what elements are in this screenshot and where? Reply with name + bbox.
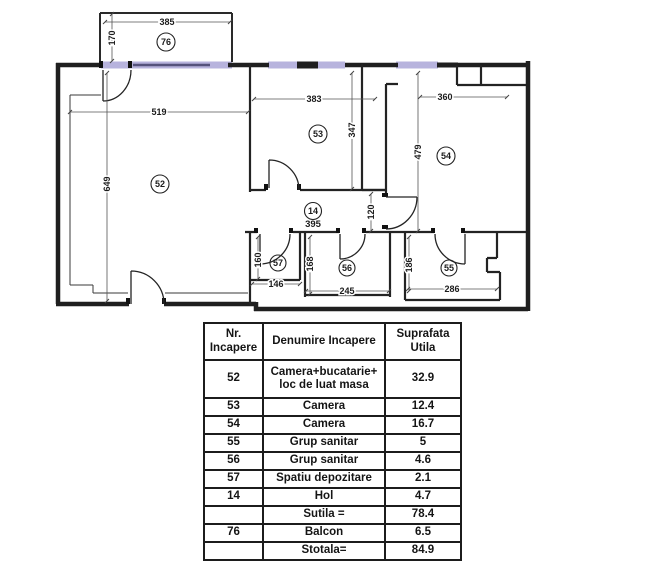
table-cell-nr: 14 (203, 487, 264, 507)
wall-sanitar1 (303, 232, 392, 297)
table-row-total: Stotala= 84.9 (203, 541, 462, 561)
wall-sanitar2 (403, 232, 502, 302)
table-cell-name: Spatiu depozitare (262, 469, 386, 489)
table-row: 53 Camera 12.4 (203, 397, 462, 417)
dim-san1-h: 168 (305, 256, 315, 271)
table-row: 57 Spatiu depozitare 2.1 (203, 469, 462, 489)
table-header-nr: Nr. Incapere (203, 322, 264, 361)
table-cell-area: 2.1 (384, 469, 462, 489)
dim-san2-w: 286 (444, 284, 459, 294)
table-header-name: Denumire Incapere (262, 322, 386, 361)
table-row: 14 Hol 4.7 (203, 487, 462, 507)
sanitar2-door (434, 233, 466, 265)
room-label-depozitare: 57 (273, 258, 283, 268)
dim-camera2-h: 479 (413, 144, 423, 159)
dim-san2-h: 186 (404, 257, 414, 272)
room-label-balcony: 76 (161, 37, 171, 47)
room-label-camera1: 53 (313, 129, 323, 139)
dim-camera2-w: 360 (437, 92, 452, 102)
outer-wall-right-bottom (253, 61, 531, 312)
camera2-window (396, 61, 438, 69)
table-cell-name: Grup sanitar (262, 451, 386, 471)
table-cell-name: Camera (262, 415, 386, 435)
table-row: 56 Grup sanitar 4.6 (203, 451, 462, 471)
table-cell-area: 4.7 (384, 487, 462, 507)
window-bar (437, 62, 458, 68)
table-cell-nr (203, 505, 264, 525)
table-cell-area: 32.9 (384, 359, 462, 399)
table-cell-nr: 57 (203, 469, 264, 489)
room-circles (150, 32, 458, 277)
sanitar1-door (339, 233, 366, 260)
dim-camera1-w: 383 (306, 94, 321, 104)
table-cell-name: Sutila = (262, 505, 386, 525)
wall-depozitare (248, 232, 302, 304)
dim-balcony-h: 170 (107, 30, 117, 45)
dimension-ticks (67, 11, 510, 304)
table-cell-name: Grup sanitar (262, 433, 386, 453)
room-label-camera2: 54 (441, 151, 451, 161)
area-table: Nr. Incapere Denumire Incapere Suprafata… (203, 322, 462, 561)
table-cell-area: 5 (384, 433, 462, 453)
table-cell-nr: 55 (203, 433, 264, 453)
room-label-sanitar2: 55 (444, 263, 454, 273)
dimension-labels: 385 170 519 649 383 347 360 479 120 395 … (101, 16, 462, 298)
table-cell-area: 4.6 (384, 451, 462, 471)
table-header-area: Suprafata Utila (384, 322, 462, 361)
room-label-sanitar1: 56 (342, 263, 352, 273)
table-cell-name: Stotala= (262, 541, 386, 561)
window-strips (101, 61, 458, 69)
table-cell-nr: 56 (203, 451, 264, 471)
balcony-outline (99, 12, 233, 62)
table-cell-name: Camera+bucatarie+ loc de luat masa (262, 359, 386, 399)
table-row-subtotal: Sutila = 78.4 (203, 505, 462, 525)
table-cell-nr: 52 (203, 359, 264, 399)
floor-plan-drawing: 385 170 519 649 383 347 360 479 120 395 … (55, 11, 531, 312)
wall-shaft (360, 64, 388, 193)
dim-dep-w: 146 (268, 279, 283, 289)
dim-camera1-h: 347 (347, 122, 357, 137)
table-cell-area: 16.7 (384, 415, 462, 435)
room-label-hol: 14 (308, 206, 318, 216)
wall-camera2-top (386, 65, 526, 87)
room-label-living: 52 (155, 179, 165, 189)
table-cell-name: Hol (262, 487, 386, 507)
table-cell-area: 78.4 (384, 505, 462, 525)
table-cell-nr: 54 (203, 415, 264, 435)
room-labels: 76 52 53 54 14 57 56 55 (155, 37, 454, 273)
table-cell-area: 6.5 (384, 523, 462, 543)
table-row: 54 Camera 16.7 (203, 415, 462, 435)
dim-living-h: 649 (102, 176, 112, 191)
dim-hol-w: 395 (305, 219, 322, 230)
table-cell-area: 84.9 (384, 541, 462, 561)
table-cell-name: Balcon (262, 523, 386, 543)
entrance-door (130, 270, 165, 305)
table-cell-name: Camera (262, 397, 386, 417)
dim-san1-w: 245 (339, 286, 354, 296)
outer-wall-left-bottom (55, 63, 256, 307)
table-row: 55 Grup sanitar 5 (203, 433, 462, 453)
table-cell-nr: 53 (203, 397, 264, 417)
dim-balcony-w: 385 (159, 17, 174, 27)
table-header-row: Nr. Incapere Denumire Incapere Suprafata… (203, 322, 462, 361)
dim-living-w: 519 (151, 107, 166, 117)
window-pier (297, 61, 318, 69)
doors (102, 69, 466, 305)
outer-walls (55, 61, 531, 312)
table-cell-nr (203, 541, 264, 561)
table-cell-nr: 76 (203, 523, 264, 543)
dim-hol-h: 120 (366, 204, 376, 219)
table-row: 76 Balcon 6.5 (203, 523, 462, 543)
balcony-door (102, 69, 132, 102)
table-row: 52 Camera+bucatarie+ loc de luat masa 32… (203, 359, 462, 399)
interior-walls (245, 64, 526, 304)
dimension-lines (70, 14, 507, 301)
living-inner-faces (69, 94, 248, 294)
camera2-door (385, 196, 418, 230)
dim-dep-h: 160 (253, 252, 263, 267)
camera1-door (268, 159, 300, 191)
table-cell-area: 12.4 (384, 397, 462, 417)
